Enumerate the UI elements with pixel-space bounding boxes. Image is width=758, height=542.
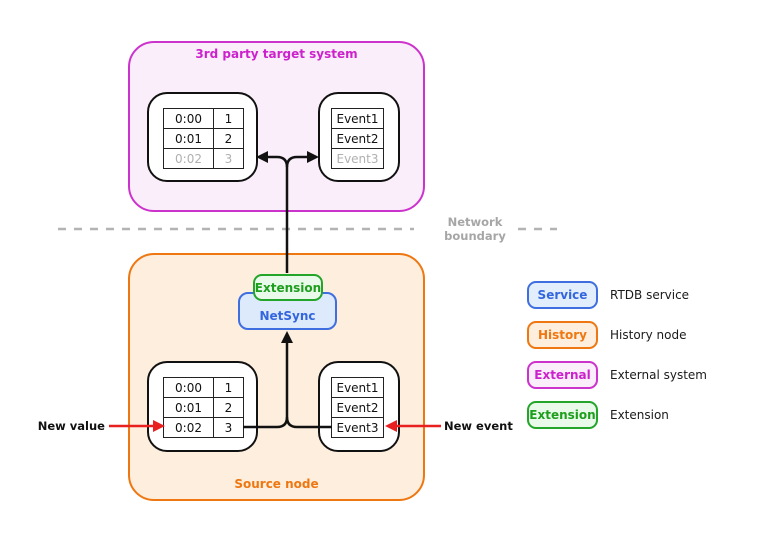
- external-system-title: 3rd party target system: [195, 47, 358, 61]
- table-row: 0:00 1: [163, 108, 244, 129]
- legend-service-chip-label: Service: [537, 288, 588, 302]
- source-event-list: Event1 Event2 Event3: [331, 377, 384, 438]
- event-cell-new: Event3: [331, 417, 384, 438]
- new-event-label: New event: [444, 419, 513, 433]
- list-item: Event2: [331, 128, 384, 149]
- table-row: 0:02 3: [163, 148, 244, 169]
- legend-external-description: External system: [610, 368, 707, 382]
- table-cell-time-new: 0:02: [163, 148, 214, 169]
- new-value-label: New value: [37, 419, 105, 433]
- table-row: 0:02 3: [163, 417, 244, 438]
- table-cell-time: 0:01: [163, 397, 214, 418]
- list-item: Event3: [331, 417, 384, 438]
- list-item: Event3: [331, 148, 384, 169]
- network-boundary-line2: boundary: [444, 229, 506, 243]
- event-cell-new: Event3: [331, 148, 384, 169]
- legend-extension-chip-label: Extension: [529, 408, 596, 422]
- table-cell-value-new: 3: [213, 148, 244, 169]
- netsync-label: NetSync: [259, 309, 316, 323]
- table-row: 0:01 2: [163, 128, 244, 149]
- event-cell: Event2: [331, 397, 384, 418]
- legend-extension-chip: Extension: [527, 401, 598, 429]
- table-cell-time: 0:00: [163, 108, 214, 129]
- target-event-list: Event1 Event2 Event3: [331, 108, 384, 169]
- network-boundary-line1: Network: [447, 215, 503, 229]
- table-cell-value: 2: [213, 128, 244, 149]
- table-cell-value: 1: [213, 377, 244, 398]
- event-cell: Event2: [331, 128, 384, 149]
- legend-history-chip: History: [527, 321, 598, 349]
- list-item: Event1: [331, 377, 384, 398]
- event-cell: Event1: [331, 377, 384, 398]
- source-value-table: 0:00 1 0:01 2 0:02 3: [163, 377, 244, 438]
- table-cell-time: 0:01: [163, 128, 214, 149]
- list-item: Event2: [331, 397, 384, 418]
- list-item: Event1: [331, 108, 384, 129]
- table-cell-time-new: 0:02: [163, 417, 214, 438]
- table-cell-value-new: 3: [213, 417, 244, 438]
- network-boundary-label: Network boundary: [438, 215, 512, 243]
- table-row: 0:01 2: [163, 397, 244, 418]
- legend-extension-description: Extension: [610, 408, 669, 422]
- legend-service-description: RTDB service: [610, 288, 690, 302]
- event-cell: Event1: [331, 108, 384, 129]
- legend-external-chip-label: External: [534, 368, 591, 382]
- table-row: 0:00 1: [163, 377, 244, 398]
- extension-label: Extension: [254, 280, 322, 295]
- table-cell-value: 2: [213, 397, 244, 418]
- table-cell-time: 0:00: [163, 377, 214, 398]
- source-node-title: Source node: [234, 477, 319, 491]
- legend-external-chip: External: [527, 361, 598, 389]
- legend-history-description: History node: [610, 328, 687, 342]
- netsync-service-box: NetSync: [238, 292, 337, 330]
- table-cell-value: 1: [213, 108, 244, 129]
- legend-service-chip: Service: [527, 281, 598, 309]
- legend-history-chip-label: History: [537, 328, 588, 342]
- extension-box: Extension: [253, 274, 323, 301]
- target-value-table: 0:00 1 0:01 2 0:02 3: [163, 108, 244, 169]
